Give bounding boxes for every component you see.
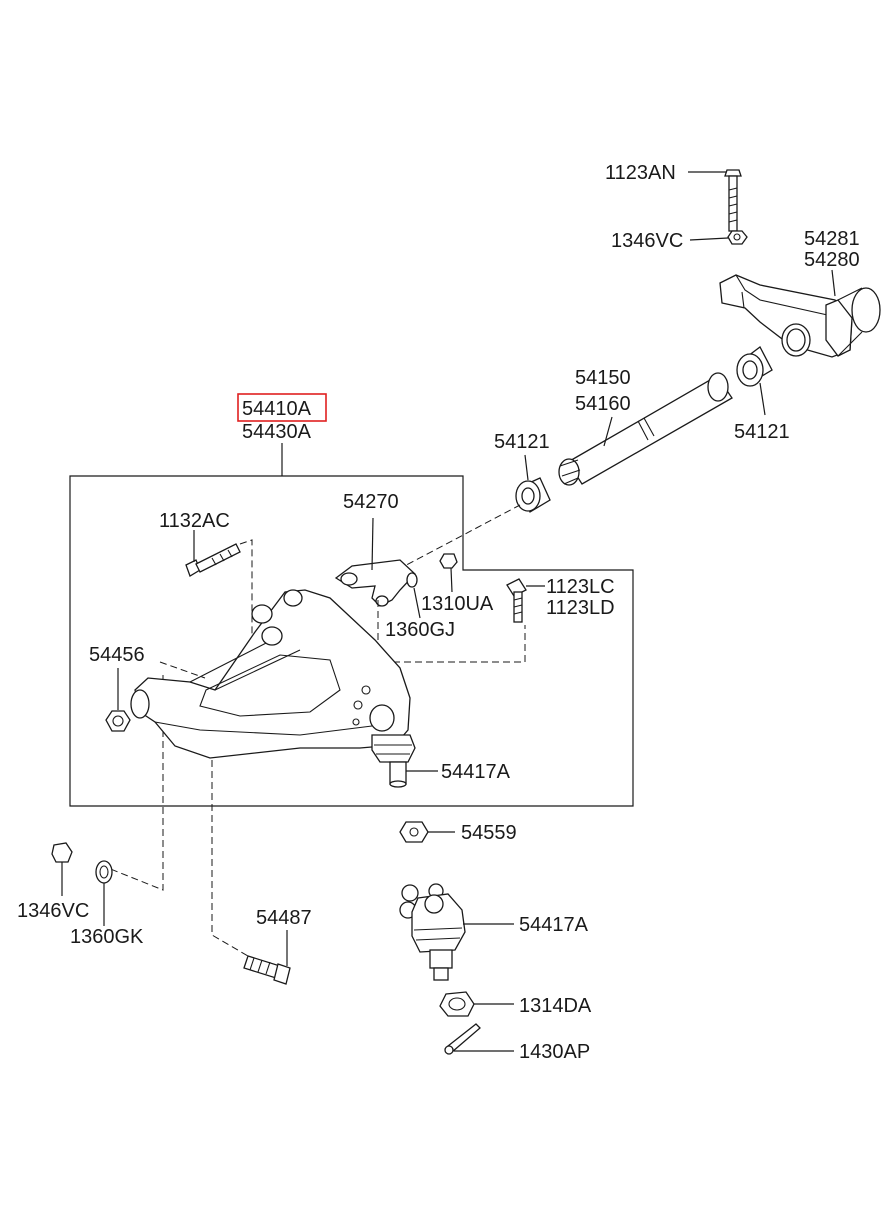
nut-1310ua[interactable] [439, 553, 458, 569]
nut-1346vc-top[interactable] [727, 230, 748, 245]
label-1346vc-top[interactable]: 1346VC [611, 230, 683, 252]
shaft-54150[interactable] [558, 372, 733, 486]
bushing-54121-right[interactable] [736, 346, 773, 387]
nut-54456[interactable] [105, 710, 131, 732]
bolt-1132ac[interactable] [185, 543, 241, 577]
label-54281[interactable]: 54281 [804, 228, 860, 250]
bolt-1123an[interactable] [724, 169, 742, 232]
label-1310ua[interactable]: 1310UA [421, 593, 494, 615]
label-54487[interactable]: 54487 [256, 907, 312, 929]
label-54270[interactable]: 54270 [343, 491, 399, 513]
label-54410a[interactable]: 54410A [242, 398, 312, 420]
label-1123lc[interactable]: 1123LC [546, 576, 615, 598]
label-54150[interactable]: 54150 [575, 367, 631, 389]
nut-1314da[interactable] [439, 991, 475, 1017]
label-1360gk[interactable]: 1360GK [70, 926, 144, 948]
label-54559[interactable]: 54559 [461, 822, 517, 844]
assembly-frame [69, 475, 634, 807]
label-1430ap[interactable]: 1430AP [519, 1041, 590, 1063]
label-1132ac[interactable]: 1132AC [159, 510, 230, 532]
label-54160[interactable]: 54160 [575, 393, 631, 415]
ball-joint-54417a-detail[interactable] [399, 883, 466, 981]
ball-joint-54417a-installed[interactable] [371, 734, 416, 788]
label-1123an[interactable]: 1123AN [605, 162, 676, 184]
label-54121-left[interactable]: 54121 [494, 431, 550, 453]
bracket-54280[interactable] [719, 274, 881, 358]
bushing-54121-left[interactable] [515, 477, 551, 513]
highlight-box [237, 393, 327, 422]
label-1360gj[interactable]: 1360GJ [385, 619, 455, 641]
label-54280[interactable]: 54280 [804, 249, 860, 271]
nut-1346vc-bottom[interactable] [51, 842, 73, 863]
upper-control-arm[interactable] [130, 589, 411, 759]
nut-54559[interactable] [399, 821, 429, 843]
label-54456[interactable]: 54456 [89, 644, 145, 666]
label-1346vc-bottom[interactable]: 1346VC [17, 900, 89, 922]
label-54430a[interactable]: 54430A [242, 421, 312, 443]
bolt-1123lc[interactable] [506, 578, 527, 623]
shaft-arm-54270[interactable] [334, 559, 416, 607]
washer-1360gj[interactable] [406, 572, 418, 588]
cotter-pin-1430ap[interactable] [444, 1023, 481, 1055]
washer-1360gk[interactable] [95, 860, 113, 884]
label-54417a-top[interactable]: 54417A [441, 761, 511, 783]
label-54121-right[interactable]: 54121 [734, 421, 790, 443]
label-1123ld[interactable]: 1123LD [546, 597, 615, 619]
bolt-54487[interactable] [243, 955, 291, 985]
label-1314da[interactable]: 1314DA [519, 995, 592, 1017]
label-54417a-bottom[interactable]: 54417A [519, 914, 589, 936]
